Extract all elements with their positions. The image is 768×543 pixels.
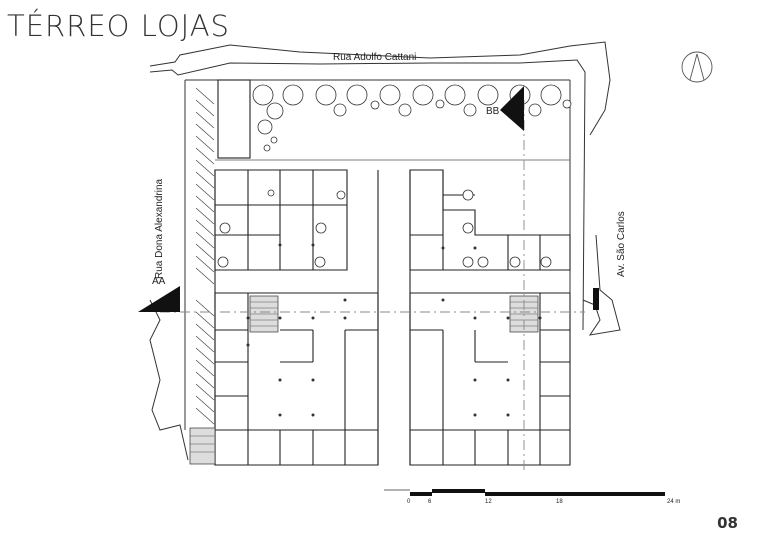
street-label-west: Rua Dona Alexandrina xyxy=(154,178,165,279)
scale-bar xyxy=(384,489,665,496)
parking-hatch xyxy=(195,87,215,425)
planter-box xyxy=(217,79,251,159)
inner-planters xyxy=(217,189,552,268)
scale-label-18: 18 xyxy=(556,499,563,505)
scale-label-24: 24 m xyxy=(667,499,680,505)
trees xyxy=(252,84,572,152)
page-title: TÉRREO LOJAS xyxy=(7,9,230,43)
section-marker-bb xyxy=(500,86,524,131)
section-label-bb: BB xyxy=(486,106,500,117)
scale-label-12: 12 xyxy=(485,499,492,505)
scale-label-0: 0 xyxy=(407,499,411,505)
stairs xyxy=(189,295,539,465)
scale-label-6: 6 xyxy=(428,499,432,505)
street-label-north: Rua Adolfo Cattani xyxy=(333,52,416,63)
building xyxy=(214,169,571,466)
section-label-aa: AA xyxy=(152,276,166,287)
section-marker-aa xyxy=(138,286,180,312)
north-arrow-icon xyxy=(681,51,713,83)
page-number: 08 xyxy=(717,514,738,532)
entrance-marker xyxy=(593,288,599,310)
street-label-east: Av. São Carlos xyxy=(616,211,627,277)
structural-columns xyxy=(246,243,542,417)
